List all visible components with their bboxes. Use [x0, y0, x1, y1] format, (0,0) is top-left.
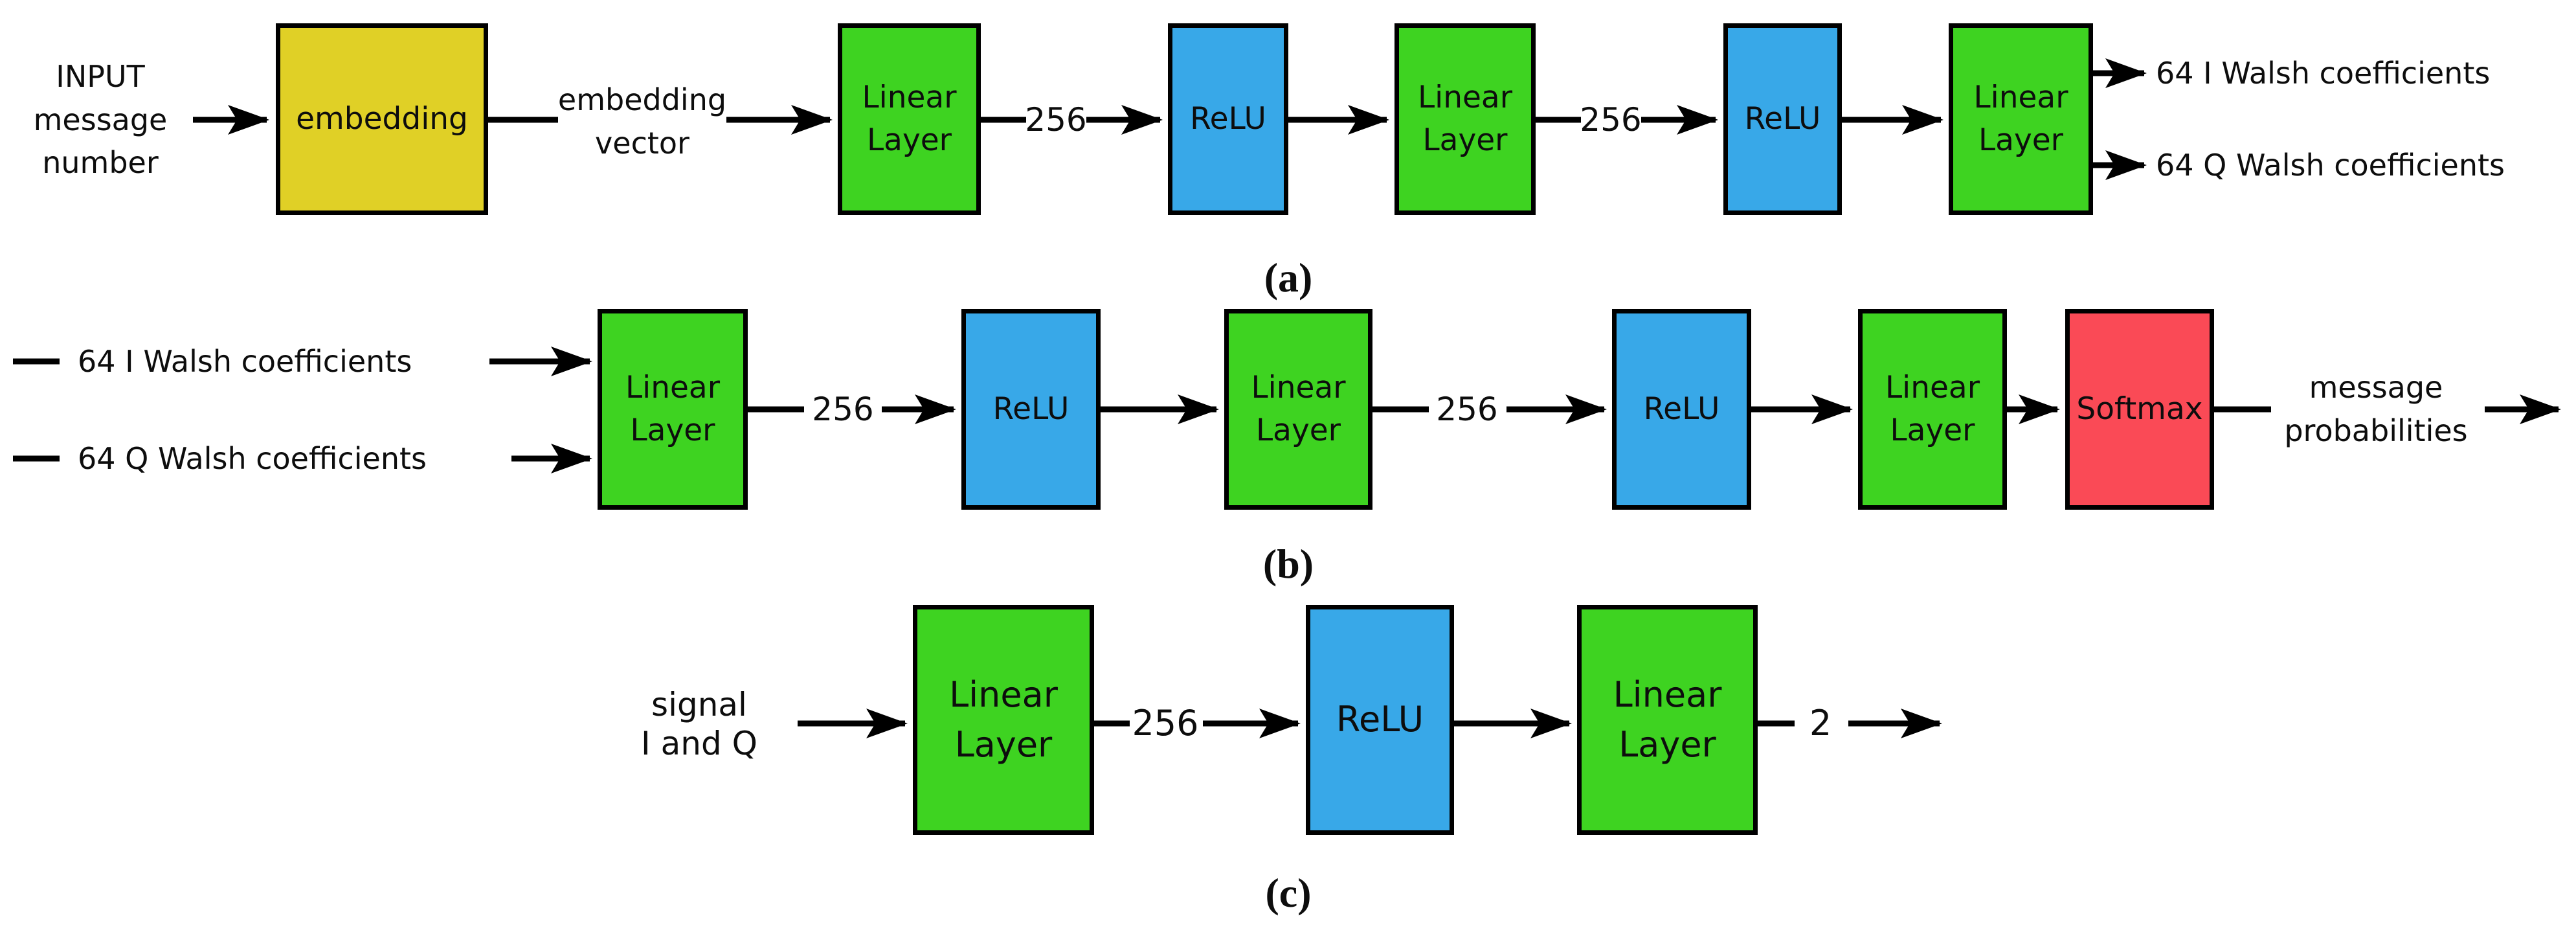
dim-256-label-c1: 256: [1132, 702, 1199, 744]
linear-layer-box-a1: Linear Layer: [838, 23, 981, 215]
output-q-walsh-label: 64 Q Walsh coefficients: [2156, 147, 2505, 183]
subfigure-caption-c: (c): [1265, 869, 1312, 916]
dim-256-label-b1: 256: [812, 391, 874, 428]
subfigure-caption-a: (a): [1264, 254, 1313, 301]
embedding-box: embedding: [276, 23, 488, 215]
dim-256-label-b2: 256: [1436, 391, 1498, 428]
input-i-walsh-label: 64 I Walsh coefficients: [78, 343, 412, 379]
linear-layer-box-c2: Linear Layer: [1577, 605, 1758, 835]
signal-i-and-q-label: signal I and Q: [641, 685, 757, 762]
subfigure-caption-b: (b): [1262, 540, 1314, 587]
linear-layer-box-b3: Linear Layer: [1858, 309, 2007, 510]
linear-layer-box-c1: Linear Layer: [913, 605, 1094, 835]
dim-256-label-a1: 256: [1025, 101, 1087, 139]
relu-box-a1: ReLU: [1168, 23, 1288, 215]
relu-box-b1: ReLU: [961, 309, 1101, 510]
dim-2-label-c: 2: [1809, 702, 1832, 744]
relu-box-c1: ReLU: [1306, 605, 1454, 835]
relu-box-b2: ReLU: [1612, 309, 1751, 510]
input-message-number-label: INPUT message number: [33, 58, 168, 181]
linear-layer-box-b2: Linear Layer: [1224, 309, 1372, 510]
input-q-walsh-label: 64 Q Walsh coefficients: [78, 440, 427, 476]
relu-box-a2: ReLU: [1723, 23, 1842, 215]
output-i-walsh-label: 64 I Walsh coefficients: [2156, 55, 2491, 91]
embedding-vector-label: embedding vector: [557, 82, 727, 161]
softmax-box: Softmax: [2065, 309, 2214, 510]
linear-layer-box-a2: Linear Layer: [1394, 23, 1536, 215]
linear-layer-box-a3: Linear Layer: [1949, 23, 2093, 215]
linear-layer-box-b1: Linear Layer: [598, 309, 748, 510]
message-probabilities-label: message probabilities: [2284, 370, 2468, 448]
dim-256-label-a2: 256: [1580, 101, 1642, 139]
